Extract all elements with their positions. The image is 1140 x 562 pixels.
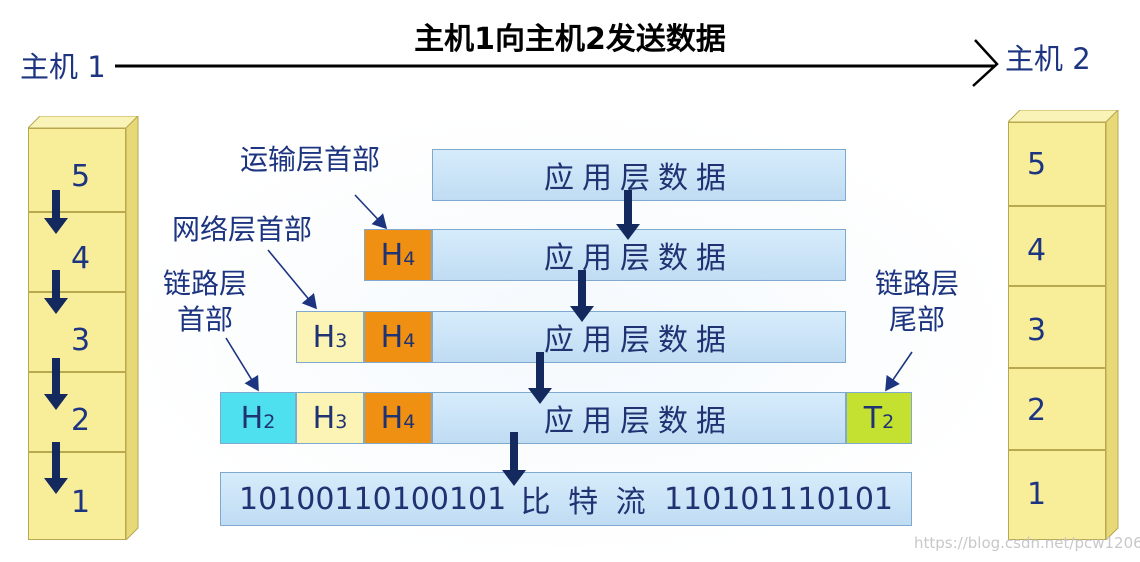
encap-arrow-1 [616, 190, 640, 240]
left-layer-2: 2 [28, 372, 126, 452]
encap-arrow-3 [528, 352, 552, 404]
left-layer-4: 4 [28, 212, 126, 292]
host-right-label: 主机 2 [1005, 42, 1091, 76]
transfer-arrow [115, 39, 999, 87]
bitstream-right-bits: 110101110101 [663, 481, 893, 517]
host-left-label: 主机 1 [20, 50, 106, 84]
link-trailer-label: 链路层 尾部 [862, 266, 972, 338]
down-arrow-4-to-3 [44, 270, 68, 314]
app-data-bar-row3: 应用层数据 [432, 311, 846, 363]
link-trailer-pointer [885, 351, 913, 392]
link-header-label-line1: 链路层 [162, 267, 247, 300]
right-layer-4: 4 [1008, 206, 1106, 286]
right-layer-1: 1 [1008, 450, 1106, 540]
link-header-label-line2: 首部 [176, 303, 233, 336]
transport-header-pointer [354, 194, 388, 230]
link-header-pointer [225, 337, 259, 392]
right-layer-3: 3 [1008, 286, 1106, 368]
diagram-title: 主机1向主机2发送数据 [414, 22, 726, 57]
app-data-bar-row2: 应用层数据 [432, 229, 846, 281]
down-arrow-3-to-2 [44, 358, 68, 410]
link-trailer-label-line1: 链路层 [874, 267, 959, 300]
left-stack-down-arrows [44, 190, 68, 494]
left-protocol-stack: 5 4 3 2 1 [28, 116, 140, 540]
left-stack-3d-edge [28, 116, 139, 540]
app-data-bar-row1: 应用层数据 [432, 149, 846, 201]
network-header-pointer [267, 249, 318, 310]
left-layer-1: 1 [28, 452, 126, 540]
network-header-label: 网络层首部 [172, 213, 313, 246]
right-layer-5: 5 [1008, 122, 1106, 206]
left-layer-5: 5 [28, 128, 126, 212]
right-layer-2: 2 [1008, 368, 1106, 450]
bitstream-left-bits: 10100110100101 [239, 481, 507, 517]
center-down-arrows [502, 190, 640, 486]
down-arrow-5-to-4 [44, 190, 68, 234]
bitstream-label: 比 特 流 [520, 485, 650, 520]
link-header-label: 链路层 首部 [150, 266, 260, 338]
right-stack-3d-edge [1008, 110, 1119, 540]
right-protocol-stack: 5 4 3 2 1 [1008, 110, 1120, 540]
watermark: https://blog.csdn.net/pcw1206 [914, 534, 1140, 552]
encap-arrow-4 [502, 432, 526, 486]
bitstream-bar: 10100110100101 比 特 流 110101110101 [220, 472, 912, 526]
down-arrow-2-to-1 [44, 442, 68, 494]
encap-arrow-2 [570, 270, 594, 322]
link-trailer-label-line2: 尾部 [888, 303, 945, 336]
app-data-bar-row4: 应用层数据 [432, 392, 846, 444]
left-layer-3: 3 [28, 292, 126, 372]
transport-header-label: 运输层首部 [240, 143, 381, 176]
